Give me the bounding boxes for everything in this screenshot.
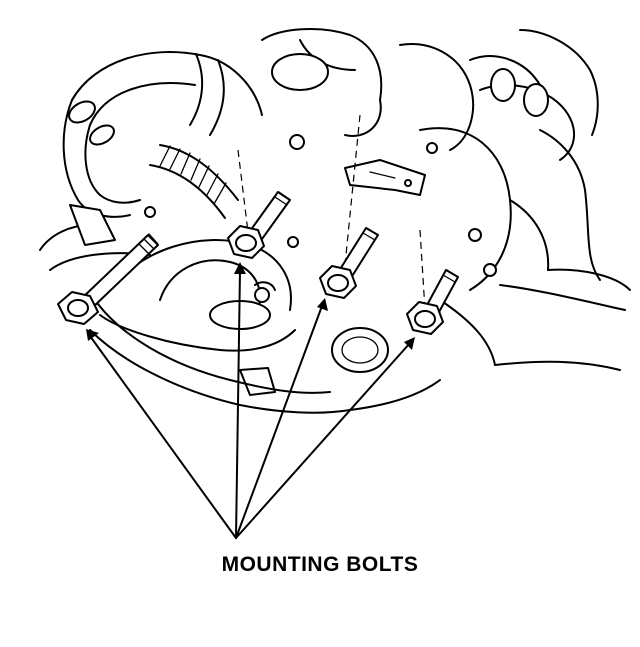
mounting-bolt-center-right (319, 227, 379, 299)
mounting-bolt-left (57, 233, 159, 325)
engine-background (39, 27, 631, 414)
mounting-bolt-center-left (227, 191, 291, 259)
callout-leaders (86, 262, 415, 539)
mounting-bolt-right (406, 269, 459, 335)
mounting-bolts-label: MOUNTING BOLTS (221, 553, 419, 576)
